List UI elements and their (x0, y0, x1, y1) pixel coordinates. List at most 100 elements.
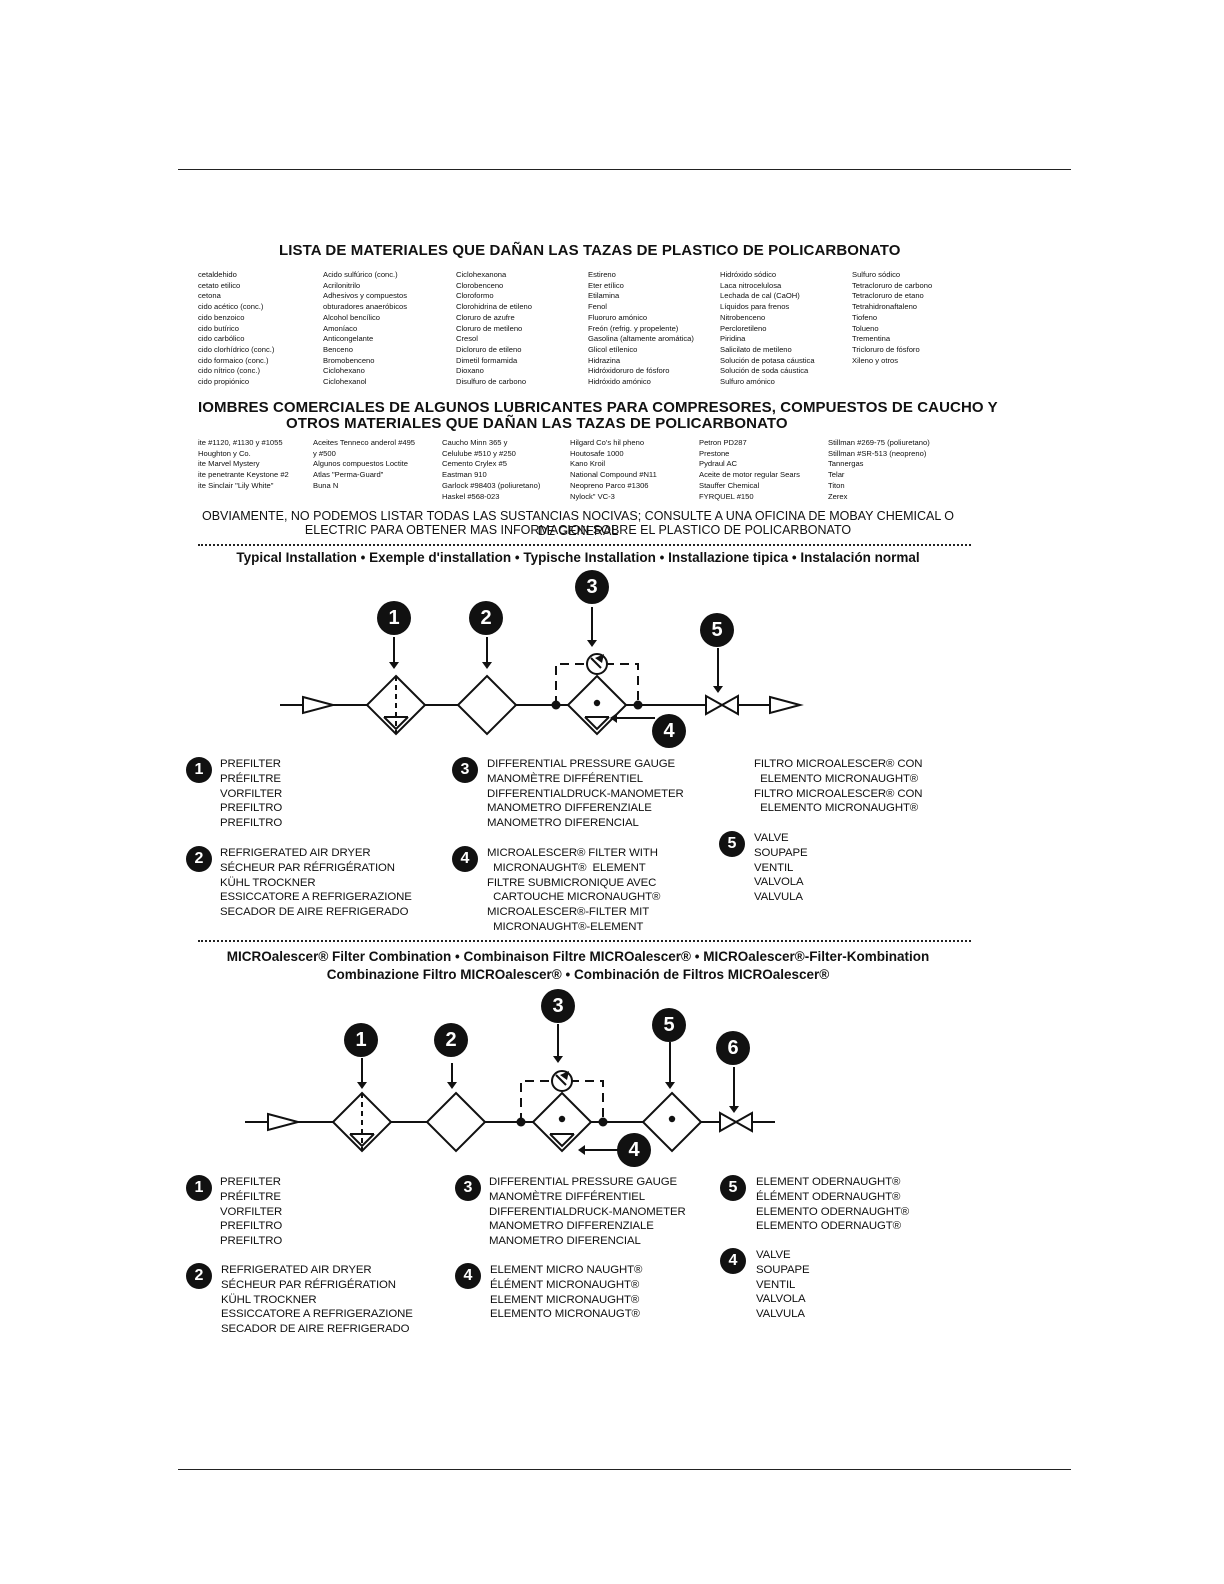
trade-name-item: Aceite de motor regular Sears (699, 470, 800, 480)
material-item: Amoníaco (323, 323, 358, 333)
material-item: Laca nitrocelulosa (720, 280, 782, 290)
legend2-badge-4: 4 (455, 1263, 481, 1289)
trade-name-item: Stillman #SR-513 (neopreno) (828, 448, 927, 458)
legend2-dryer: REFRIGERATED AIR DRYER SÉCHEUR PAR RÉFRIG… (221, 1263, 413, 1337)
legend-line: VENTIL (754, 861, 794, 874)
material-item: Adhesivos y compuestos (323, 291, 407, 301)
trade-title-line-1: IOMBRES COMERCIALES DE ALGUNOS LUBRICANT… (198, 399, 998, 416)
legend-line: ELEMENTO MICRONAUGHT® (754, 772, 919, 785)
legend-line: ELEMENT MICRO NAUGHT® (490, 1264, 643, 1276)
legend-line: ELEMENTO ODERNAUGHT® (756, 1205, 910, 1218)
legend2-badge-6: 4 (720, 1248, 746, 1274)
legend-line: VALVE (756, 1249, 791, 1261)
dryer-symbol-icon (456, 674, 518, 736)
material-item: Piridina (720, 334, 746, 344)
material-item: cetato etilico (198, 280, 241, 290)
diagram2-badge-1: 1 (344, 1023, 378, 1057)
material-item: Alcohol bencílico (323, 312, 380, 322)
material-item: Sulfuro sódico (852, 270, 901, 279)
material-item: Percloretileno (720, 323, 767, 333)
legend1-badge-1: 1 (186, 757, 212, 783)
legend2-micro-element: ELEMENT MICRO NAUGHT®ÉLÉMENT MICRONAUGHT… (490, 1263, 642, 1322)
trade-name-item: Stillman #269-75 (poliuretano) (828, 438, 930, 447)
legend-line: MANOMETRO DIFERENCIAL (487, 817, 639, 830)
trade-title-line-2: OTROS MATERIALES QUE DAÑAN LAS TAZAS DE … (286, 415, 788, 432)
material-item: Líquidos para frenos (720, 302, 790, 312)
trade-name-item: ite Sinclair "Lily White" (198, 480, 274, 490)
trade-name-item: Titon (828, 480, 845, 490)
legend-line: PREFILTRO (220, 1220, 283, 1233)
legend-line: PREFILTRO (220, 1235, 283, 1248)
trade-name-item: Petron PD287 (699, 438, 747, 447)
legend-line: ELEMENTO MICRONAUGT® (490, 1308, 640, 1321)
legend-line: MANOMETRO DIFERENCIAL (489, 1235, 641, 1248)
material-item: Tetracloruro de etano (852, 291, 924, 301)
trade-name-item: Houghton y Co. (198, 448, 251, 458)
material-item: Glicol etílenico (588, 344, 638, 354)
legend-line: REFRIGERATED AIR DRYER (221, 1264, 372, 1276)
legend-line: VENTIL (756, 1278, 796, 1291)
legend-line: ESSICCATORE A REFRIGERAZIONE (220, 891, 412, 904)
legend-line: SECADOR DE AIRE REFRIGERADO (220, 906, 409, 919)
trade-name-item: Buna N (313, 480, 339, 490)
material-item: Etilamina (588, 291, 620, 301)
trade-name-item: ite #1120, #1130 y #1055 (198, 438, 283, 447)
material-item: Dioxano (456, 366, 484, 376)
legend-line: PREFILTER (220, 1176, 281, 1188)
material-item: Ciclohexano (323, 366, 365, 376)
legend-line: FILTRO MICROALESCER® CON (754, 758, 923, 770)
trade-name-item: FYRQUEL #150 (699, 491, 754, 501)
material-item: cido formaico (conc.) (198, 355, 269, 365)
material-item: Sulfuro amónico (720, 377, 775, 387)
outlet-arrow-icon (769, 695, 804, 715)
trade-name-item: Eastman 910 (442, 470, 487, 480)
legend-line: VALVULA (756, 1308, 805, 1321)
legend-line: KÜHL TROCKNER (221, 1293, 317, 1306)
top-rule (178, 169, 1071, 170)
trade-name-column: Stillman #269-75 (poliuretano)Stillman #… (828, 438, 930, 502)
material-item: cido clorhídrico (conc.) (198, 344, 275, 354)
material-item: Ciclohexanona (456, 270, 507, 279)
trade-name-item: y #500 (313, 448, 336, 458)
material-item: Disulfuro de carbono (456, 377, 527, 387)
material-item: Lechada de cal (CaOH) (720, 291, 800, 301)
legend-line: VORFILTER (220, 787, 283, 800)
legend-line: MANOMETRO DIFFERENZIALE (489, 1220, 654, 1233)
material-item: Tiofeno (852, 312, 878, 322)
material-item: Estireno (588, 270, 616, 279)
legend-line: MANOMETRO DIFFERENZIALE (487, 802, 652, 815)
material-item: Cloruro de metileno (456, 323, 523, 333)
legend2-badge-2: 2 (186, 1263, 212, 1289)
trade-name-item: Cemento Crylex #5 (442, 459, 507, 469)
legend-line: DIFFERENTIALDRUCK-MANOMETER (487, 787, 684, 800)
legend2-badge-1: 1 (186, 1175, 212, 1201)
combo-banner-line-1: MICROalescer® Filter Combination • Combi… (226, 949, 930, 964)
valve-symbol-icon (719, 694, 739, 716)
trade-name-item: National Compound #N11 (570, 470, 657, 480)
legend-line: VALVULA (754, 891, 803, 904)
material-item: Dicloruro de etileno (456, 344, 522, 354)
trade-name-item: Algunos compuestos Loctite (313, 459, 408, 469)
legend-line: ÉLÉMENT ODERNAUGHT® (756, 1190, 901, 1203)
trade-name-item: Nylock" VC-3 (570, 491, 615, 501)
material-item: Fenol (588, 302, 607, 312)
material-item: cido benzoico (198, 312, 245, 322)
material-item: obturadores anaeróbicos (323, 302, 408, 312)
dryer-symbol-2-icon (425, 1091, 487, 1153)
legend-line: SOUPAPE (756, 1263, 810, 1276)
material-item: Hidróxido sódico (720, 270, 777, 279)
trade-name-item: Tannergas (828, 459, 864, 469)
legend-line: SÉCHEUR PAR RÉFRIGÉRATION (221, 1278, 396, 1291)
legend-line: ELEMENT MICRONAUGHT® (490, 1293, 640, 1306)
material-item: Acido sulfúrico (conc.) (323, 270, 398, 279)
legend-line: VALVOLA (756, 1293, 806, 1306)
legend2-valve: VALVE SOUPAPE VENTIL VALVOLA VALVULA (756, 1248, 810, 1322)
material-item: Hidrazina (588, 355, 621, 365)
diagram1-badge-1: 1 (377, 601, 411, 635)
